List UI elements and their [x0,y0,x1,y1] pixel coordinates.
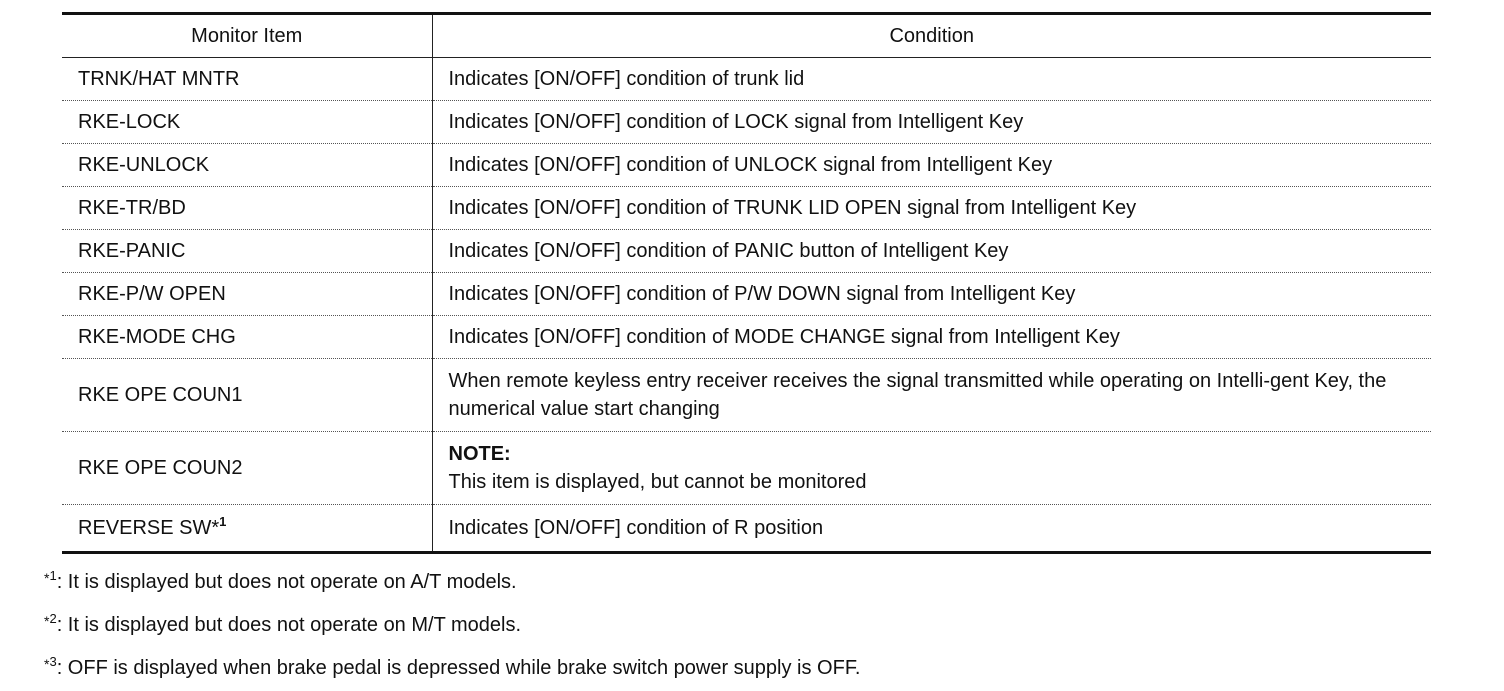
condition-cell: Indicates [ON/OFF] condition of TRUNK LI… [431,186,1431,230]
footnote-number: 1 [49,568,57,583]
condition-cell: NOTE: This item is displayed, but cannot… [431,431,1431,505]
table-row: RKE-PANIC Indicates [ON/OFF] condition o… [62,229,1431,273]
footnote-item: *2: It is displayed but does not operate… [44,605,1444,648]
note-text: This item is displayed, but cannot be mo… [448,471,867,493]
footnotes: *1: It is displayed but does not operate… [44,562,1444,691]
footnote-star: * [44,656,50,672]
monitor-item-label: REVERSE SW* [78,517,220,539]
monitor-item-cell: REVERSE SW*1 [62,504,432,554]
monitor-item-cell: RKE-UNLOCK [62,143,432,187]
table-row: RKE OPE COUN1 When remote keyless entry … [62,358,1431,432]
note-title: NOTE: [448,443,511,465]
condition-cell: Indicates [ON/OFF] condition of P/W DOWN… [431,272,1431,316]
footnote-item: *1: It is displayed but does not operate… [44,562,1444,605]
monitor-item-cell: TRNK/HAT MNTR [62,57,432,101]
monitor-item-cell: RKE-LOCK [62,100,432,144]
monitor-item-cell: RKE OPE COUN2 [62,431,432,505]
condition-cell: Indicates [ON/OFF] condition of MODE CHA… [431,315,1431,359]
condition-cell: Indicates [ON/OFF] condition of trunk li… [431,57,1431,101]
monitor-table: Monitor Item Condition TRNK/HAT MNTR Ind… [62,12,1431,554]
monitor-item-cell: RKE-P/W OPEN [62,272,432,316]
table-row: RKE-MODE CHG Indicates [ON/OFF] conditio… [62,315,1431,359]
monitor-item-cell: RKE OPE COUN1 [62,358,432,432]
footnote-item: *3: OFF is displayed when brake pedal is… [44,648,1444,691]
footnote-star: * [44,613,50,629]
table-row: TRNK/HAT MNTR Indicates [ON/OFF] conditi… [62,57,1431,101]
monitor-item-cell: RKE-PANIC [62,229,432,273]
monitor-item-cell: RKE-MODE CHG [62,315,432,359]
condition-cell: When remote keyless entry receiver recei… [431,358,1431,432]
header-monitor-item: Monitor Item [62,12,432,58]
header-condition: Condition [431,12,1431,58]
table-row: RKE-TR/BD Indicates [ON/OFF] condition o… [62,186,1431,230]
table-row: RKE-LOCK Indicates [ON/OFF] condition of… [62,100,1431,144]
footnote-reference: 1 [219,514,227,529]
table-row: RKE OPE COUN2 NOTE: This item is display… [62,431,1431,505]
monitor-item-cell: RKE-TR/BD [62,186,432,230]
footnote-text: : It is displayed but does not operate o… [56,571,517,593]
footnote-text: : It is displayed but does not operate o… [56,614,522,636]
condition-cell: Indicates [ON/OFF] condition of LOCK sig… [431,100,1431,144]
table-row: RKE-UNLOCK Indicates [ON/OFF] condition … [62,143,1431,187]
condition-cell: Indicates [ON/OFF] condition of UNLOCK s… [431,143,1431,187]
footnote-star: * [44,570,50,586]
condition-cell: Indicates [ON/OFF] condition of R positi… [431,504,1431,554]
footnote-number: 3 [49,654,57,669]
footnote-number: 2 [49,611,57,626]
condition-cell: Indicates [ON/OFF] condition of PANIC bu… [431,229,1431,273]
table-header-row: Monitor Item Condition [62,12,1431,58]
footnote-text: : OFF is displayed when brake pedal is d… [56,657,861,679]
table-row: REVERSE SW*1 Indicates [ON/OFF] conditio… [62,504,1431,554]
table-row: RKE-P/W OPEN Indicates [ON/OFF] conditio… [62,272,1431,316]
